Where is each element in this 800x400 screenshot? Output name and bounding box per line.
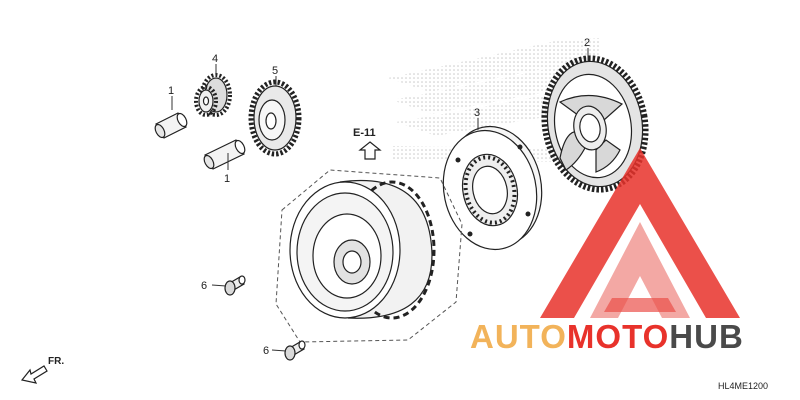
assembly-outline <box>275 169 463 343</box>
bolt-upper <box>224 275 246 296</box>
callout-part-1-lower: 1 <box>224 173 230 185</box>
callout-part-2: 2 <box>584 37 590 49</box>
up-arrow-outline-icon <box>358 141 382 160</box>
pin-upper <box>154 112 188 139</box>
watermark-part-hub: HUB <box>669 318 744 355</box>
watermark-text: AUTOMOTOHUB <box>470 318 744 355</box>
pin-lower <box>203 139 246 170</box>
idle-gear-small <box>194 73 232 117</box>
idle-gear-large <box>248 79 302 157</box>
callout-part-4: 4 <box>212 53 218 65</box>
watermark-part-auto: AUTO <box>470 318 567 355</box>
callout-part-1-upper: 1 <box>168 85 174 97</box>
diagram-code: HL4ME1200 <box>718 381 768 391</box>
callout-part-6-lower: 6 <box>263 345 269 357</box>
flywheel-rotor <box>289 180 436 320</box>
reference-label: E-11 <box>353 127 376 139</box>
bolt-lower <box>284 340 306 361</box>
leader-lines <box>171 48 589 352</box>
direction-label: FR. <box>48 356 64 367</box>
starter-clutch-outer <box>442 125 543 251</box>
watermark-part-moto: MOTO <box>567 318 669 355</box>
callout-part-3: 3 <box>474 107 480 119</box>
triangle-a-logo-icon <box>540 148 740 318</box>
callout-part-6-upper: 6 <box>201 280 207 292</box>
starter-driven-gear <box>541 55 649 193</box>
callout-part-5: 5 <box>272 65 278 77</box>
front-arrow-icon <box>20 365 48 384</box>
